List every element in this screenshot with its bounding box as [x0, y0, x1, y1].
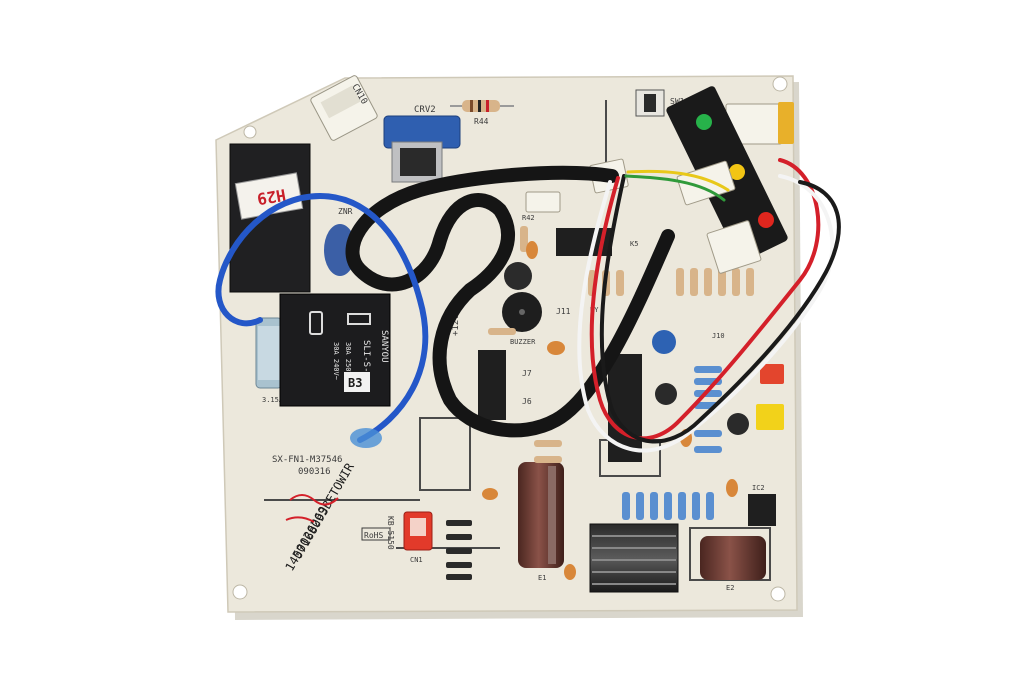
white-wire [577, 174, 835, 453]
rohs-box [361, 527, 391, 541]
switch-sw1 [635, 89, 665, 117]
label-e2: E2 [726, 584, 734, 592]
label-r42: R42 [522, 214, 535, 222]
black-cable [345, 165, 675, 438]
blue-wire-end [350, 428, 382, 448]
relay-rating-2: 30A 240V~ [332, 342, 340, 380]
red-connector-right [760, 364, 784, 384]
label-kb: KB-5150 [386, 516, 395, 550]
white-connector-b [676, 160, 736, 206]
black-wire-thin [599, 174, 841, 444]
buzzer-hole [519, 309, 525, 315]
label-ic2: IC2 [752, 484, 765, 492]
relay-tag: B3 [348, 376, 362, 390]
label-buzzer: BUZZER [510, 338, 536, 346]
diodes [446, 520, 472, 580]
connector-cn10 [310, 75, 378, 141]
board-date: 090316 [298, 467, 331, 477]
relay-rating-1: 30A 250V~ [344, 342, 352, 380]
relay-brand: SANYOU [379, 330, 389, 363]
board-code: SX-FN1-M37546 [272, 455, 342, 465]
yellow-connector-right [756, 404, 784, 430]
red-wire [589, 158, 821, 441]
white-connector-d [525, 191, 561, 213]
ic-ic2 [748, 494, 776, 526]
black-capacitor-a [655, 383, 677, 405]
yellow-wire [626, 169, 730, 192]
resistor-r44 [450, 100, 514, 112]
mounting-holes [232, 76, 788, 602]
resistor-row-blue [622, 492, 714, 520]
voltage-regulator [391, 141, 443, 183]
capacitor-e1-stripe [548, 466, 556, 564]
black-capacitor-b [727, 413, 749, 435]
resistors-misc [488, 226, 562, 463]
capacitor-e2 [700, 536, 766, 580]
h29-tag [234, 172, 304, 220]
red-marker-scribble [285, 494, 339, 523]
heatsink [589, 523, 679, 593]
label-k5: K5 [630, 240, 638, 248]
label-12v: +12V [451, 314, 461, 336]
label-crv2: CRV2 [414, 105, 436, 115]
label-j10: J10 [712, 332, 725, 340]
led-yellow [729, 164, 745, 180]
relay-tag-sticker [344, 372, 370, 392]
blue-capacitor-small [652, 330, 676, 354]
label-znr: ZNR [338, 207, 353, 216]
blue-wire [215, 192, 429, 443]
led-green [696, 114, 712, 130]
label-fuse: 3.15A [262, 396, 284, 404]
label-j6: J6 [522, 397, 532, 406]
label-cn1: CN1 [410, 556, 423, 564]
ic-left [478, 350, 506, 420]
relay-model: SLI-S- [361, 340, 371, 373]
capacitor-e1 [518, 462, 564, 568]
orange-connector-corner [778, 102, 794, 144]
power-relay [279, 293, 391, 407]
label-rohs: RoHS [364, 531, 383, 540]
small-capacitor [504, 262, 532, 290]
red-connector-cn1-slot [410, 518, 426, 536]
label-r44: R44 [474, 117, 489, 126]
ceramic-capacitors [482, 241, 738, 580]
label-sw1: SW1 [670, 97, 685, 106]
wiring [215, 158, 841, 453]
label-j7: J7 [522, 369, 532, 378]
led-red [758, 212, 774, 228]
label-j11: J11 [556, 307, 571, 316]
white-connector-c [706, 220, 762, 274]
fuse [255, 317, 283, 389]
green-wire [624, 174, 726, 202]
resistor-row-top [588, 268, 754, 296]
label-ry: RY [590, 306, 599, 314]
label-e1: E1 [538, 574, 546, 582]
